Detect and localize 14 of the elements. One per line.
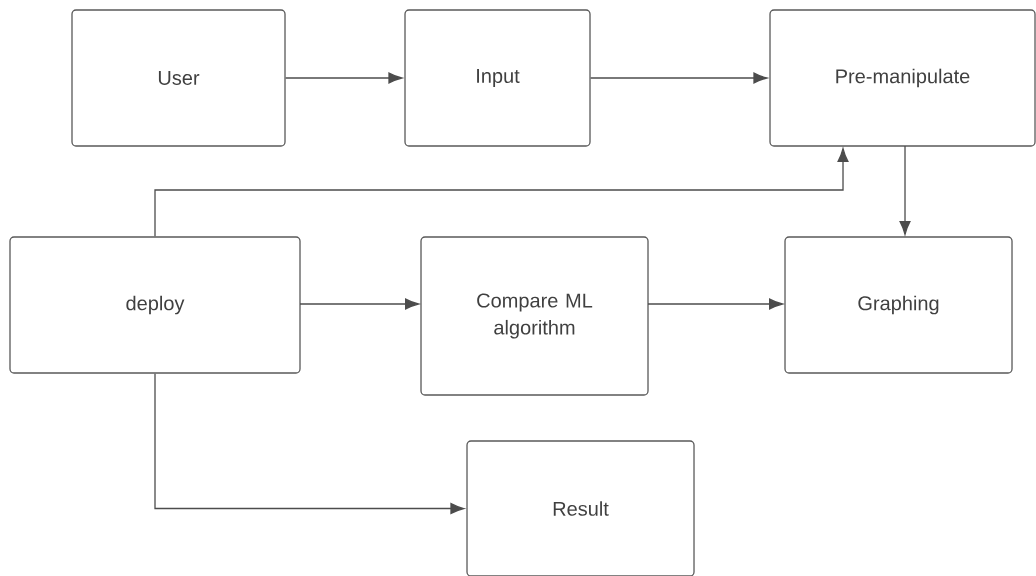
arrow: [899, 145, 911, 235]
process-box: Result: [466, 440, 695, 576]
process-box: User: [71, 9, 286, 147]
process-box: Graphing: [784, 236, 1013, 374]
arrow: [299, 298, 419, 310]
arrow: [285, 72, 403, 84]
process-box: deploy: [9, 236, 301, 374]
arrow: [590, 72, 768, 84]
process-box: Input: [404, 9, 591, 147]
arrow: [154, 373, 465, 514]
arrow: [154, 148, 849, 237]
arrow: [647, 298, 783, 310]
process-box: Compare ML algorithm: [420, 236, 649, 396]
process-box: Pre-manipulate: [769, 9, 1036, 147]
